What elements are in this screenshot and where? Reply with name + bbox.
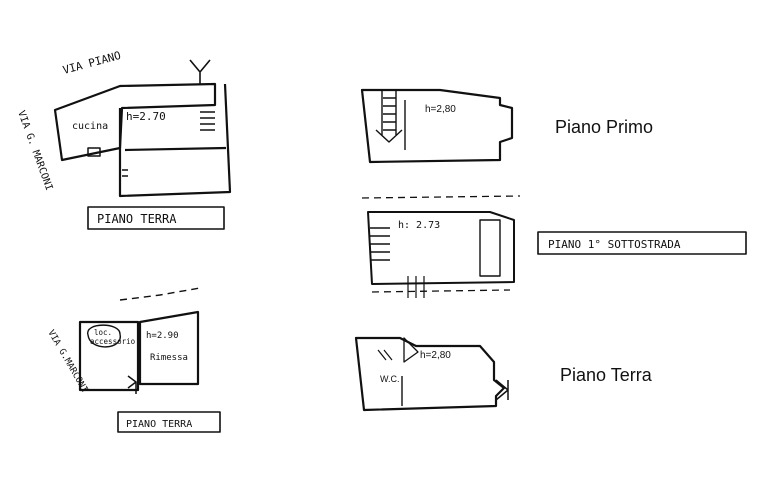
title-top-left: PIANO TERRA [97,212,177,226]
title-sotto: PIANO 1° SOTTOSTRADA [548,238,681,251]
street-label-left-top: VIA G. MARCONI [15,109,54,192]
title-box-top-left [87,206,225,230]
height-label-top-left: h=2.70 [126,110,166,123]
height-label-terra: h=2,80 [420,350,451,361]
height-label-bottom-left: h=2.90 [146,331,179,341]
street-label-left-bottom: VIA G.MARCONI [45,329,89,395]
room-label-loc: loc. [94,328,112,337]
plan-top-left [53,59,232,198]
plan-right-sotto [361,195,521,298]
height-label-primo: h=2,80 [425,104,456,115]
room-label-wc: W.C. [380,374,400,384]
street-label-top: VIA PIANO [61,49,122,77]
title-box-bottom-left [117,411,221,433]
title-box-sotto [537,231,747,255]
label-piano-primo: Piano Primo [555,117,654,137]
room-label-rimessa: Rimessa [150,353,188,363]
title-bottom-left: PIANO TERRA [126,419,192,430]
height-label-sotto: h: 2.73 [398,220,440,231]
plan-bottom-left [78,287,201,394]
label-piano-terra: Piano Terra [560,365,652,385]
room-label-accessorio: accessorio [90,337,136,346]
plan-right-terra [354,336,509,412]
plan-right-primo [360,88,514,164]
room-label-cucina: cucina [72,121,108,132]
